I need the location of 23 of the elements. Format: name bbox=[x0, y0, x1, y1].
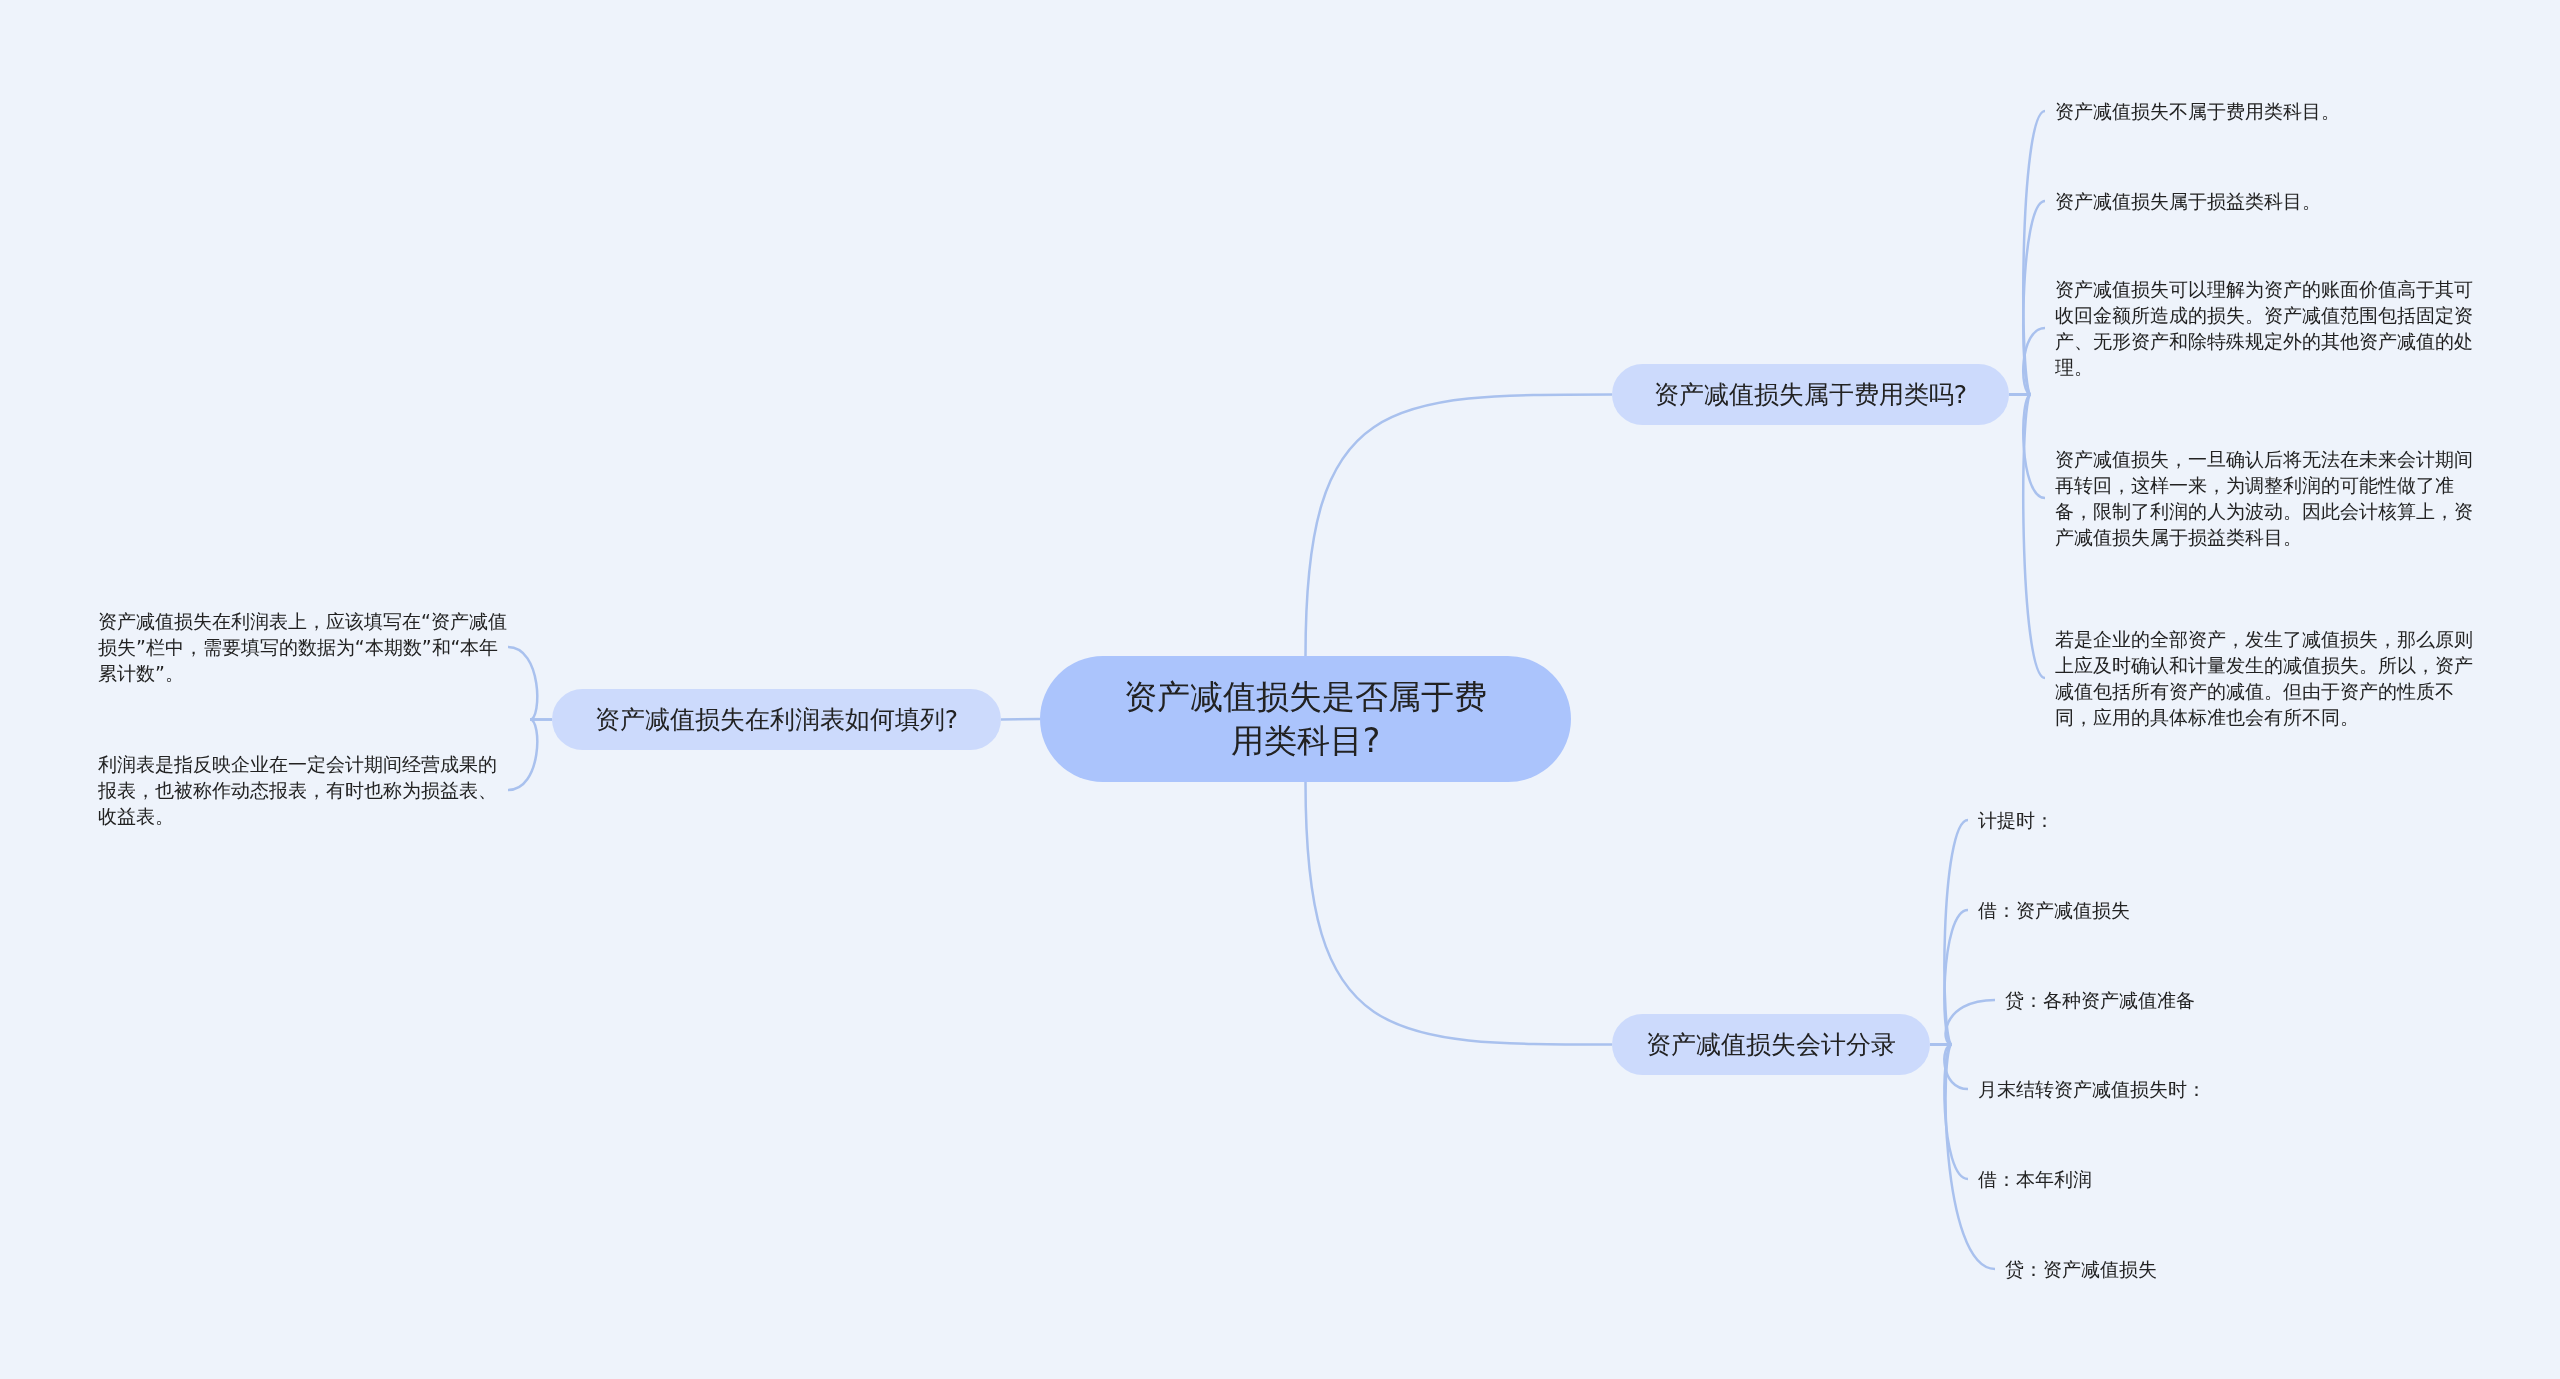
note-text: 若是企业的全部资产，发生了减值损失，那么原则上应及时确认和计量发生的减值损失。所以，资产减值包括所有资产的减值。但由于资产的性质不同，应用的具体标准也会有所不同。 bbox=[2045, 626, 2475, 730]
connector bbox=[1930, 1043, 1996, 1271]
note-text: 资产减值损失不属于费用类科目。 bbox=[2045, 98, 2475, 124]
note-text: 资产减值损失可以理解为资产的账面价值高于其可收回金额所造成的损失。资产减值范围包括固定资产、无形资产和除特殊规定外的其他资产减值的处理。 bbox=[2045, 276, 2475, 380]
topic-box: 资产减值损失会计分录 bbox=[1612, 1014, 1930, 1075]
note-text: 贷：资产减值损失 bbox=[1995, 1256, 2495, 1282]
note-text: 借：资产减值损失 bbox=[1968, 897, 2468, 923]
note-text: 计提时： bbox=[1968, 807, 2468, 833]
topic-box: 资产减值损失在利润表如何填列? bbox=[552, 689, 1001, 750]
central-topic: 资产减值损失是否属于费用类科目? bbox=[1040, 656, 1571, 782]
note-text: 资产减值损失，一旦确认后将无法在未来会计期间再转回，这样一来，为调整利润的可能性做了准备，限制了利润的人为波动。因此会计核算上，资产减值损失属于损益类科目。 bbox=[2045, 446, 2475, 550]
note-text: 借：本年利润 bbox=[1968, 1166, 2468, 1192]
connector bbox=[1001, 717, 1040, 721]
connector bbox=[2009, 393, 2046, 679]
connector bbox=[507, 718, 552, 792]
note-text: 月末结转资产减值损失时： bbox=[1968, 1076, 2468, 1102]
note-text: 利润表是指反映企业在一定会计期间经营成果的报表，也被称作动态报表，有时也称为损益表、收益表。 bbox=[88, 751, 508, 829]
note-text: 资产减值损失在利润表上，应该填写在“资产减值损失”栏中，需要填写的数据为“本期数”和“本年累计数”。 bbox=[88, 608, 508, 686]
connector bbox=[1304, 781, 1612, 1046]
topic-box: 资产减值损失属于费用类吗? bbox=[1612, 364, 2009, 425]
connector bbox=[1304, 393, 1612, 657]
note-text: 资产减值损失属于损益类科目。 bbox=[2045, 188, 2475, 214]
note-text: 贷：各种资产减值准备 bbox=[1995, 987, 2495, 1013]
